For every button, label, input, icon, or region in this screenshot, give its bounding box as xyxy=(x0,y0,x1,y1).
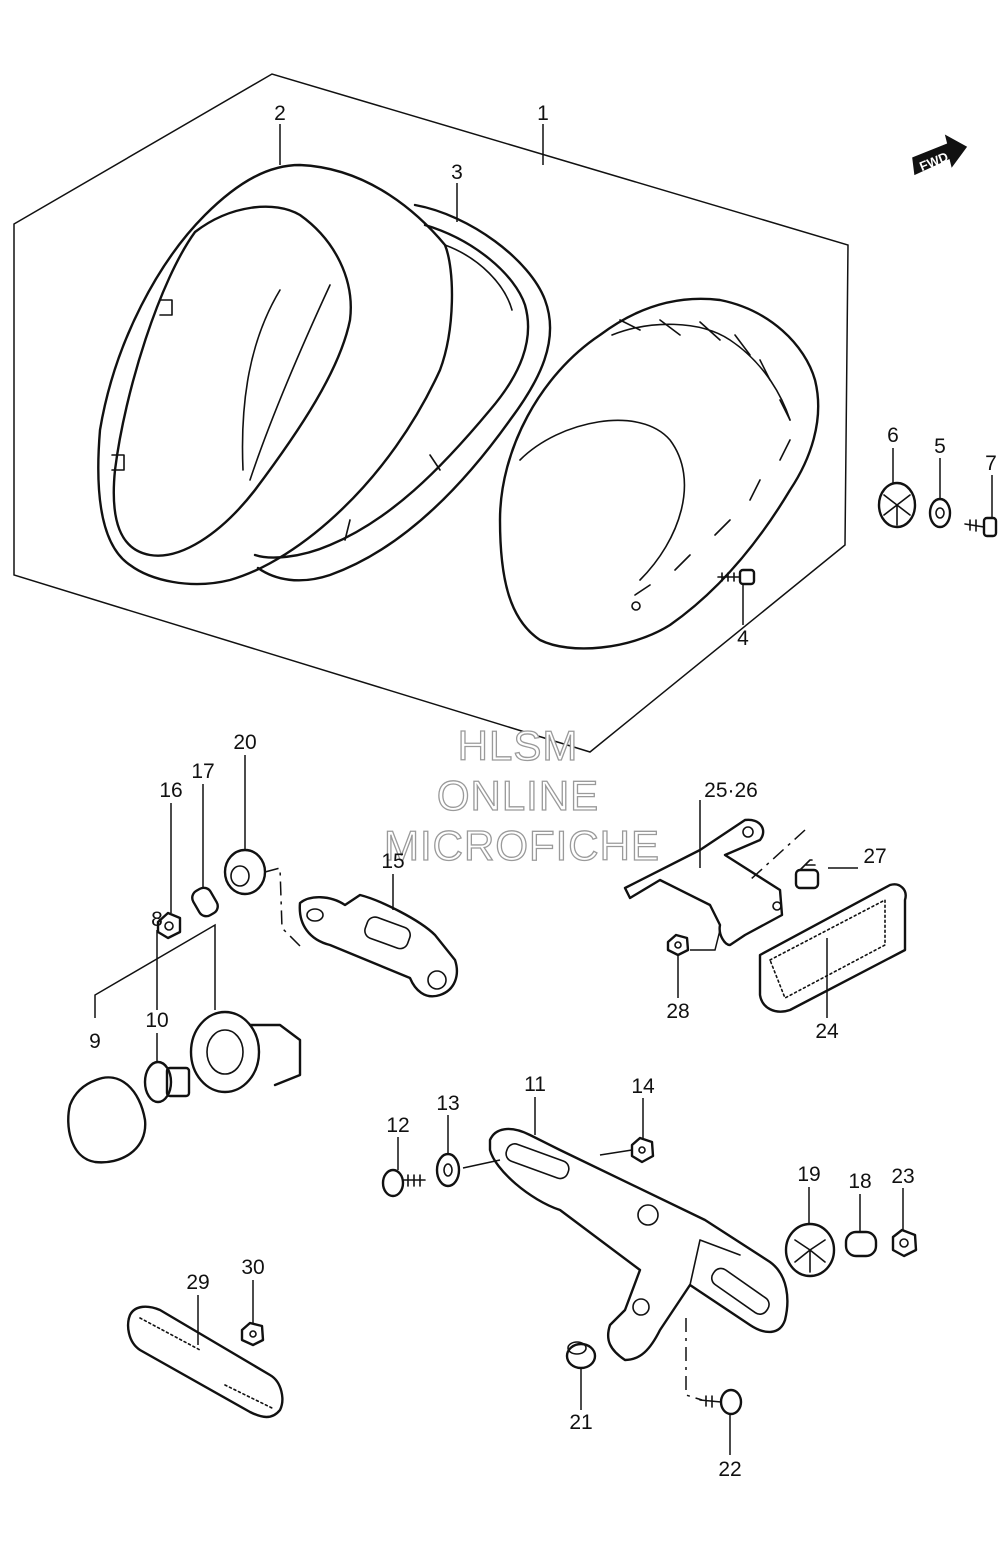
callout-15: 15 xyxy=(381,850,404,873)
reflector-part-29 xyxy=(126,1305,284,1419)
bracket-part-11 xyxy=(488,1127,789,1362)
bulb-part-10 xyxy=(143,1060,191,1104)
socket-part-8 xyxy=(189,1010,302,1094)
lens-part-9 xyxy=(67,1076,147,1164)
reflector-part-24 xyxy=(758,883,907,1013)
lens-frame-part xyxy=(97,163,454,586)
collar-part-18 xyxy=(844,1230,878,1258)
callout-20: 20 xyxy=(233,731,256,754)
lead-line-28 xyxy=(690,929,721,951)
callout-17: 17 xyxy=(191,760,214,783)
bracket-line-8 xyxy=(94,923,216,1018)
callout-12: 12 xyxy=(386,1114,409,1137)
callout-3: 3 xyxy=(451,161,463,184)
callout-19: 19 xyxy=(797,1163,820,1186)
callout-29: 29 xyxy=(186,1271,209,1294)
grommet-part-19 xyxy=(784,1222,836,1278)
leader-lines xyxy=(156,124,993,1455)
callout-13: 13 xyxy=(436,1092,459,1115)
dash-line-25 xyxy=(749,829,806,881)
collar-part-17 xyxy=(191,886,219,918)
grommet-part-6 xyxy=(877,481,917,529)
callout-24: 24 xyxy=(815,1020,839,1043)
nut-part-28 xyxy=(666,933,690,957)
cap-part-21 xyxy=(565,1341,597,1370)
callout-1: 1 xyxy=(537,102,549,125)
bolt-part-22 xyxy=(699,1388,743,1416)
watermark-line-2: ONLINE xyxy=(437,772,599,819)
screw-part-7 xyxy=(964,516,998,538)
callout-6: 6 xyxy=(887,424,899,447)
lead-line-14 xyxy=(599,1149,633,1156)
dash-line-20-15 xyxy=(264,867,303,949)
callout-25-26: 25·26 xyxy=(704,779,758,802)
callout-7: 7 xyxy=(985,452,997,475)
callout-21: 21 xyxy=(569,1411,592,1434)
callout-28: 28 xyxy=(666,1000,689,1023)
callout-16: 16 xyxy=(159,779,182,802)
nut-part-23 xyxy=(891,1228,918,1258)
fwd-arrow-icon: FWD xyxy=(912,134,968,176)
bracket-part-15 xyxy=(298,893,459,998)
nut-part-16 xyxy=(156,911,182,940)
callout-27: 27 xyxy=(863,845,886,868)
screw-part-27 xyxy=(794,859,820,890)
screw-part-4 xyxy=(717,568,756,586)
bolt-part-12 xyxy=(381,1168,426,1198)
housing-part xyxy=(498,297,820,650)
callout-11: 11 xyxy=(524,1073,546,1096)
callout-10: 10 xyxy=(145,1009,168,1032)
callout-9: 9 xyxy=(89,1030,101,1053)
bracket-part-25-26 xyxy=(623,818,784,947)
callout-4: 4 xyxy=(737,627,749,650)
callout-22: 22 xyxy=(718,1458,741,1481)
watermark-line-3: MICROFICHE xyxy=(384,822,660,869)
washer-part-5 xyxy=(928,497,952,529)
washer-part-13 xyxy=(435,1152,461,1188)
callout-5: 5 xyxy=(934,435,946,458)
nut-part-14 xyxy=(630,1136,655,1164)
nut-part-30 xyxy=(240,1321,265,1347)
callout-14: 14 xyxy=(631,1075,655,1098)
callout-18: 18 xyxy=(848,1170,871,1193)
lead-line-13 xyxy=(462,1159,501,1169)
callout-23: 23 xyxy=(891,1165,914,1188)
callout-8: 8 xyxy=(151,908,163,931)
callout-30: 30 xyxy=(241,1256,264,1279)
dash-line-22 xyxy=(685,1318,703,1401)
assembly-outline xyxy=(13,73,849,753)
callout-2: 2 xyxy=(274,102,286,125)
gasket-part xyxy=(253,203,552,582)
fwd-label: FWD xyxy=(917,149,950,174)
grommet-part-20 xyxy=(223,848,267,896)
watermark-line-1: HLSM xyxy=(458,722,579,769)
